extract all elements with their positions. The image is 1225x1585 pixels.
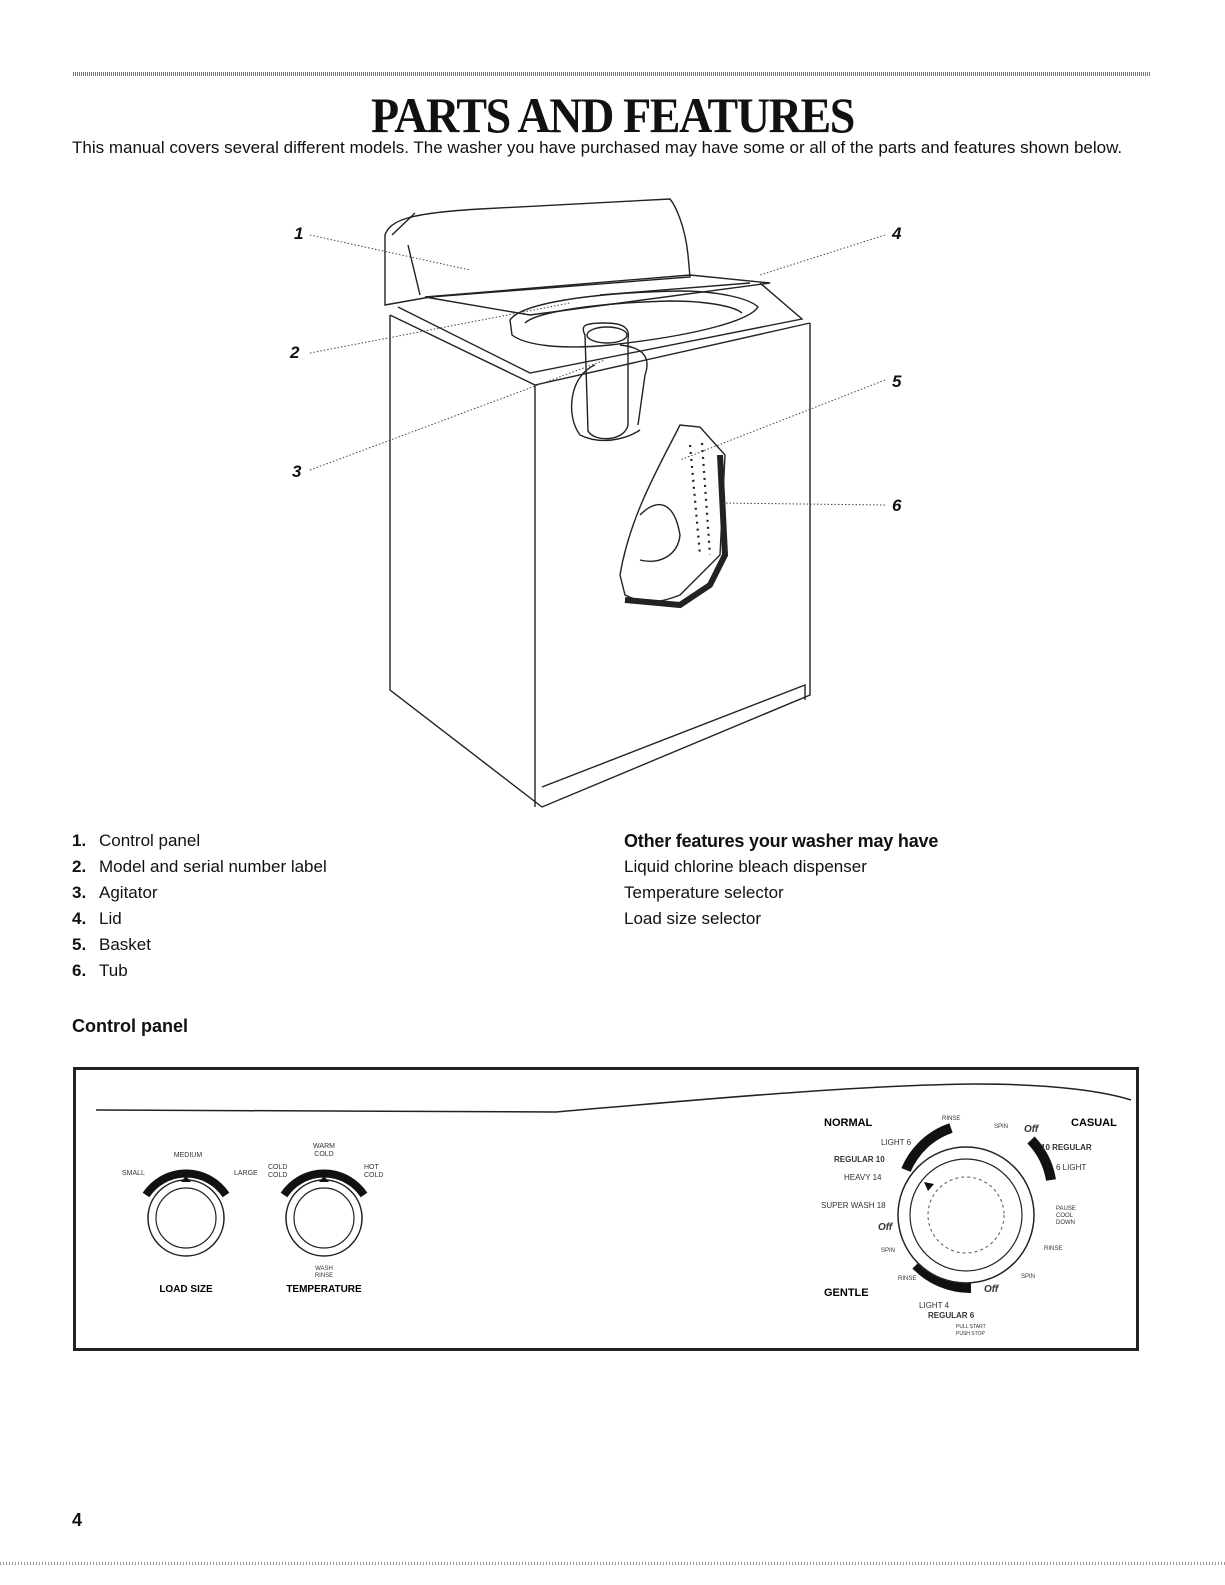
temp-cold-label: COLD	[268, 1164, 287, 1171]
rinse-label-right: RINSE	[1044, 1246, 1062, 1252]
other-features: Other features your washer may have Liqu…	[624, 828, 938, 932]
part-label: Agitator	[99, 883, 158, 902]
gentle-regular-label: REGULAR 6	[928, 1311, 975, 1320]
intro-text: This manual covers several different mod…	[72, 138, 1123, 157]
casual-regular-label: 10 REGULAR	[1041, 1143, 1092, 1152]
temp-wash-label: WASH	[315, 1266, 333, 1272]
agitator	[582, 322, 630, 440]
off-label-gentle: Off	[984, 1284, 1000, 1295]
callout-4: 4	[891, 224, 902, 243]
temp-hot-label: HOT	[364, 1164, 380, 1171]
list-item: 4.Lid	[72, 909, 122, 928]
list-item: 3.Agitator	[72, 883, 158, 902]
callout-6: 6	[892, 496, 902, 515]
list-item: 6.Tub	[72, 961, 128, 980]
callout-1: 1	[294, 224, 303, 243]
callout-2: 2	[289, 343, 300, 362]
parts-list: 1.Control panel 2.Model and serial numbe…	[72, 828, 327, 984]
control-panel-illustration: MEDIUM SMALL LARGE LOAD SIZE WARM COLD C…	[73, 1067, 1139, 1351]
load-size-title: LOAD SIZE	[159, 1284, 213, 1295]
load-size-knob[interactable]	[142, 1169, 230, 1257]
cycle-normal-label: NORMAL	[824, 1117, 873, 1129]
list-item: 5.Basket	[72, 935, 151, 954]
page-number: 4	[72, 1510, 83, 1530]
off-label-normal: Off	[878, 1222, 894, 1233]
temp-rinse-label: RINSE	[315, 1273, 333, 1279]
spin-label-right: SPIN	[1021, 1274, 1035, 1280]
feature-item: Liquid chlorine bleach dispenser	[624, 857, 867, 876]
cycle-gentle-label: GENTLE	[824, 1287, 869, 1299]
temp-hot-cold-label: COLD	[364, 1172, 383, 1179]
page-title: PARTS AND FEATURES	[370, 87, 855, 143]
gentle-light-label: LIGHT 4	[919, 1301, 950, 1310]
rinse-label-top: RINSE	[942, 1116, 960, 1122]
normal-regular-label: REGULAR 10	[834, 1155, 885, 1164]
feature-item: Temperature selector	[624, 883, 784, 902]
rinse-label-bottom: RINSE	[898, 1276, 916, 1282]
callout-3: 3	[292, 462, 302, 481]
other-features-heading: Other features your washer may have	[624, 831, 939, 851]
down-label: DOWN	[1056, 1220, 1075, 1226]
temp-warm-cold-label: COLD	[314, 1151, 333, 1158]
normal-superwash-label: SUPER WASH 18	[821, 1201, 886, 1210]
control-panel-console	[384, 198, 691, 306]
load-medium-label: MEDIUM	[174, 1152, 203, 1159]
push-stop-label: PUSH STOP	[956, 1331, 985, 1337]
spin-label-top: SPIN	[994, 1124, 1008, 1130]
part-label: Tub	[99, 961, 128, 980]
callout-5: 5	[892, 372, 902, 391]
pause-label: PAUSE	[1056, 1206, 1076, 1212]
lid-outline	[424, 274, 771, 316]
part-label: Lid	[99, 909, 122, 928]
spin-label-left: SPIN	[881, 1248, 895, 1254]
load-small-label: SMALL	[122, 1170, 145, 1177]
temp-cold-cold-label: COLD	[268, 1172, 287, 1179]
top-rule	[73, 72, 1151, 76]
temp-warm-label: WARM	[313, 1143, 335, 1150]
washer-illustration: 1 2 3 4 5 6	[289, 198, 902, 808]
casual-light-label: 6 LIGHT	[1056, 1163, 1086, 1172]
off-label-casual: Off	[1024, 1124, 1040, 1135]
pull-start-label: PULL START	[956, 1324, 986, 1330]
load-large-label: LARGE	[234, 1170, 258, 1177]
basket-cutaway	[619, 424, 726, 603]
part-label: Model and serial number label	[99, 857, 327, 876]
cycle-knob[interactable]	[897, 1123, 1056, 1294]
temperature-title: TEMPERATURE	[286, 1284, 362, 1295]
list-item: 1.Control panel	[72, 831, 201, 850]
temperature-knob[interactable]	[280, 1169, 368, 1257]
tub-wall	[624, 454, 729, 609]
normal-heavy-label: HEAVY 14	[844, 1173, 882, 1182]
feature-item: Load size selector	[624, 909, 762, 928]
normal-light-label: LIGHT 6	[881, 1138, 912, 1147]
part-label: Basket	[99, 935, 151, 954]
cool-label: COOL	[1056, 1213, 1074, 1219]
control-panel-heading: Control panel	[72, 1016, 188, 1036]
cabinet-outline	[389, 315, 811, 808]
cycle-casual-label: CASUAL	[1071, 1117, 1117, 1129]
bottom-rule	[0, 1562, 1225, 1565]
list-item: 2.Model and serial number label	[72, 857, 327, 876]
part-label: Control panel	[99, 831, 201, 850]
